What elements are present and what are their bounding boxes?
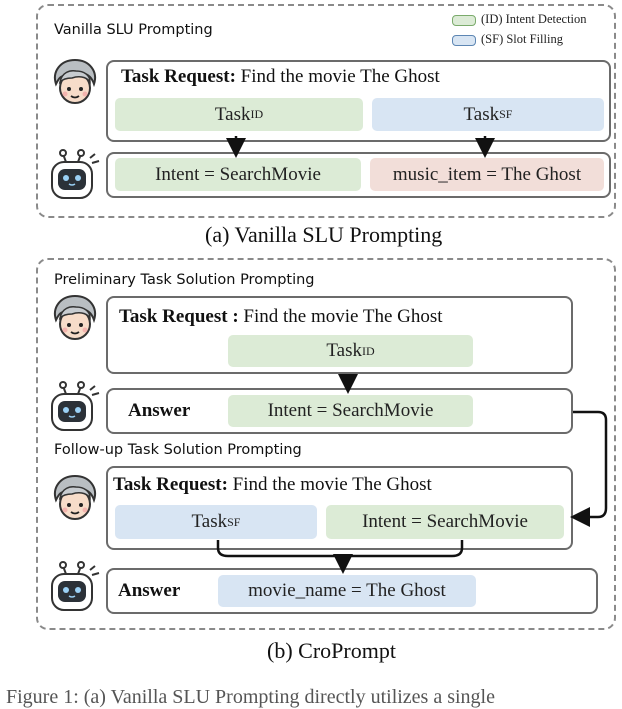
user-avatar-icon [54, 474, 96, 520]
stage1-request-line: Task Request : Find the movie The Ghost [119, 306, 443, 328]
stage1-request-text: Find the movie The Ghost [243, 306, 443, 327]
stage1-task-base: Task [326, 340, 362, 361]
legend-intent-label: (ID) Intent Detection [481, 12, 587, 26]
stage1-title: Preliminary Task Solution Prompting [54, 272, 315, 288]
croprompt-frame [36, 258, 616, 630]
vanilla-slu-frame [36, 4, 616, 218]
robot-avatar-icon [51, 561, 100, 611]
vanilla-task-id-sub: ID [250, 107, 264, 121]
vanilla-request-text: Find the movie The Ghost [240, 66, 440, 87]
stage2-task-sub: SF [227, 514, 241, 529]
legend-intent-swatch [452, 15, 476, 26]
robot-avatar-icon [51, 149, 100, 199]
stage2-answer-chip: movie_name = The Ghost [218, 575, 476, 607]
vanilla-slu-title: Vanilla SLU Prompting [54, 22, 213, 38]
vanilla-caption: (a) Vanilla SLU Prompting [205, 222, 443, 247]
stage2-request-label: Task Request: [113, 474, 228, 495]
robot-avatar-icon [51, 381, 100, 431]
user-avatar-icon [54, 58, 96, 104]
vanilla-task-id-base: Task [214, 103, 251, 125]
vanilla-slot-result: music_item = The Ghost [370, 158, 604, 191]
stage2-task-base: Task [191, 511, 228, 532]
vanilla-task-sf-base: Task [463, 103, 500, 125]
user-avatar-icon [54, 294, 96, 340]
stage2-title: Follow-up Task Solution Prompting [54, 442, 302, 458]
stage1-answer-label: Answer [128, 400, 191, 421]
vanilla-intent-result: Intent = SearchMovie [115, 158, 361, 191]
stage2-answer-label: Answer [118, 580, 181, 601]
stage1-answer-chip: Intent = SearchMovie [228, 395, 473, 427]
croprompt-caption: (b) CroPrompt [267, 638, 396, 663]
stage2-request-line: Task Request: Find the movie The Ghost [113, 474, 432, 496]
vanilla-request-label: Task Request: [121, 66, 236, 87]
legend-slot-label: (SF) Slot Filling [481, 32, 563, 46]
vanilla-request-line: Task Request: Find the movie The Ghost [121, 66, 440, 88]
stage1-request-label: Task Request : [119, 306, 239, 327]
legend-slot-swatch [452, 35, 476, 46]
stage1-task-sub: ID [361, 343, 375, 358]
stage2-request-text: Find the movie The Ghost [232, 474, 432, 495]
stage2-context-chip: Intent = SearchMovie [326, 505, 564, 539]
vanilla-task-sf-sub: SF [499, 107, 513, 121]
